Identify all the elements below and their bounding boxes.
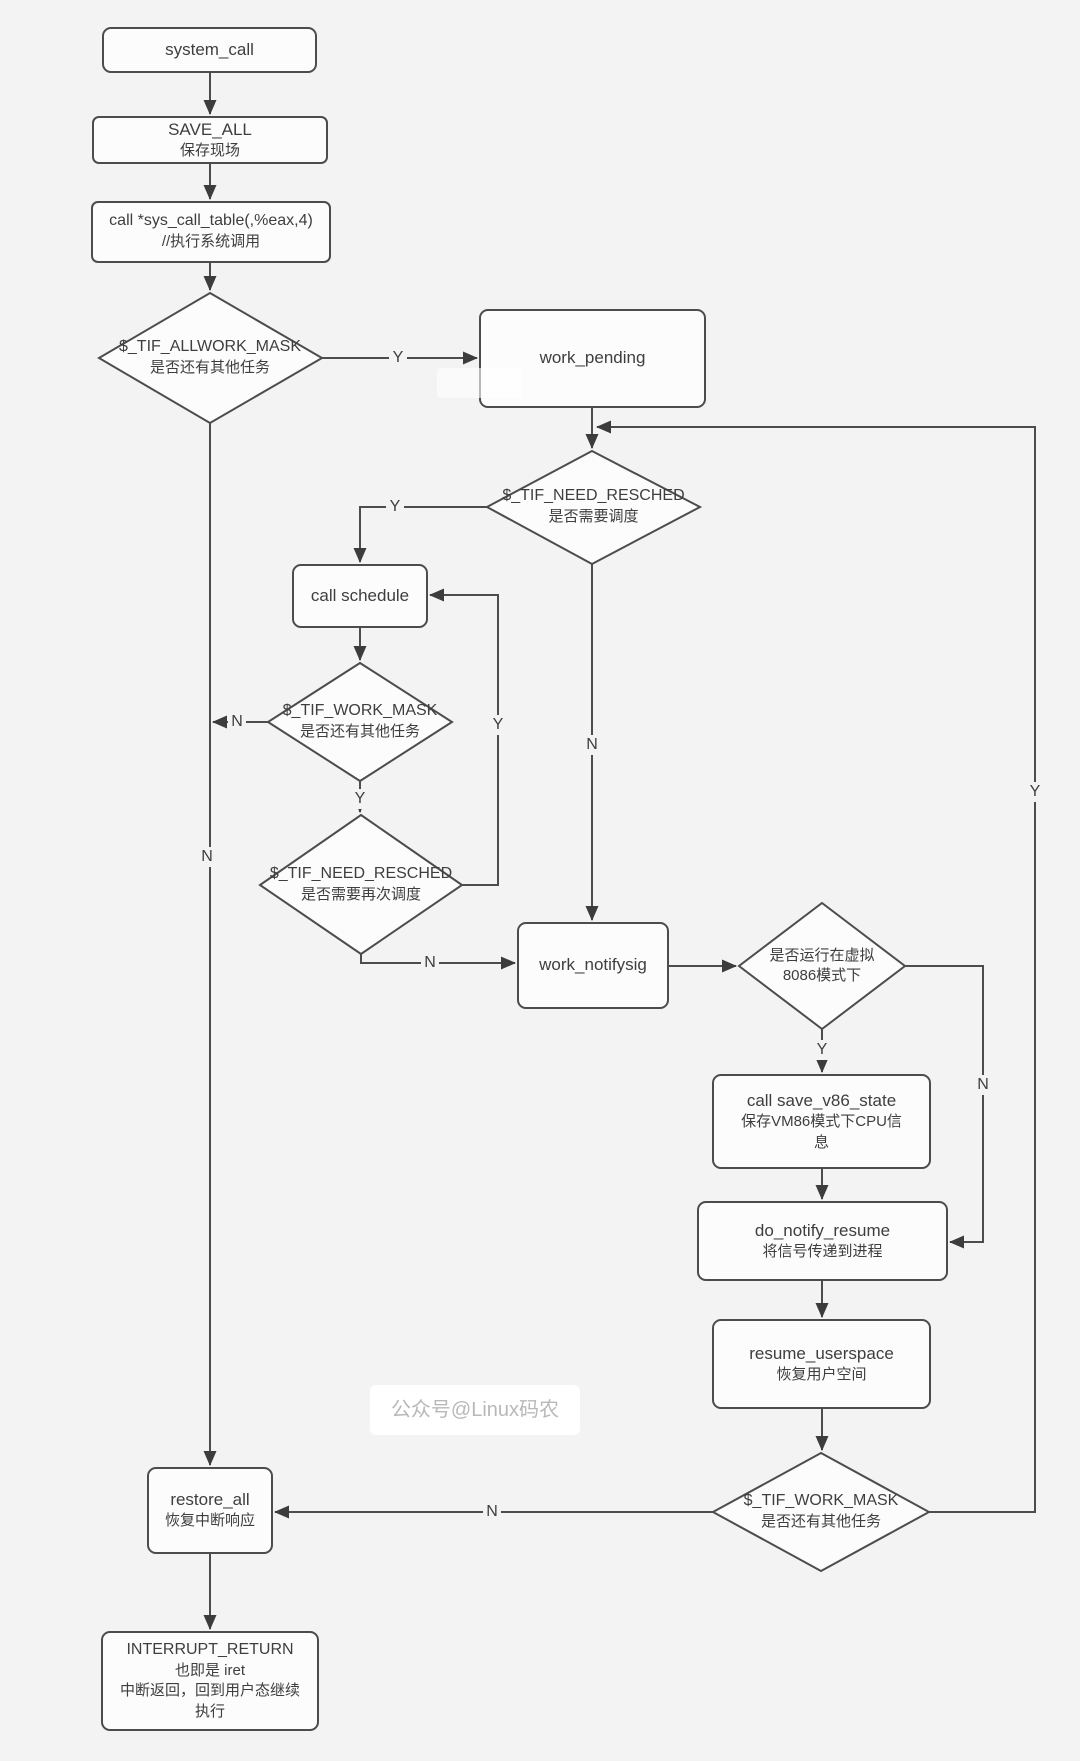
interrupt-return-box bbox=[101, 1631, 319, 1731]
label-work-mask-yes: Y bbox=[351, 789, 369, 809]
label-allwork-yes: Y bbox=[389, 348, 407, 368]
watermark-text: 公众号@Linux码农 bbox=[370, 1385, 580, 1435]
label-schedule-loop-yes: Y bbox=[489, 715, 507, 735]
save-all-box bbox=[92, 116, 328, 164]
do-notify-resume-box bbox=[697, 1201, 948, 1281]
edge-workmask2-workpending-y bbox=[596, 420, 1036, 1513]
edge-needresched2-worknotifysig-n bbox=[360, 954, 516, 970]
tif-need-resched-2-diamond bbox=[258, 813, 464, 956]
restore-all-box bbox=[147, 1467, 273, 1554]
label-need-resched-no: N bbox=[583, 735, 601, 755]
tif-need-resched-diamond bbox=[484, 449, 703, 566]
label-work-mask-2-yes: Y bbox=[1026, 782, 1044, 802]
edge-needresched-callschedule-y bbox=[353, 506, 487, 563]
label-need-resched-yes: Y bbox=[386, 497, 404, 517]
label-work-mask-2-no: N bbox=[483, 1502, 501, 1522]
label-allwork-no: N bbox=[198, 847, 216, 867]
label-vm86-no: N bbox=[974, 1075, 992, 1095]
label-vm86-yes: Y bbox=[813, 1040, 831, 1060]
save-v86-state-box bbox=[712, 1074, 931, 1169]
tif-allwork-mask-diamond bbox=[97, 291, 324, 425]
edge-vm86check-donotifyresume-n bbox=[905, 965, 984, 1249]
label-work-mask-no: N bbox=[228, 712, 246, 732]
edge-needresched2-callschedule-y bbox=[429, 588, 499, 886]
work-notifysig-box bbox=[517, 922, 669, 1009]
tif-work-mask-2-diamond bbox=[710, 1451, 932, 1573]
resume-userspace-box bbox=[712, 1319, 931, 1409]
sys-call-table-box bbox=[91, 201, 331, 263]
call-schedule-box bbox=[292, 564, 428, 628]
erased-watermark-patch bbox=[437, 368, 522, 398]
vm86-check-diamond bbox=[737, 901, 907, 1031]
tif-work-mask-diamond bbox=[266, 661, 454, 783]
system-call-box bbox=[102, 27, 317, 73]
work-pending-box bbox=[479, 309, 706, 408]
label-need-resched-2-no: N bbox=[421, 953, 439, 973]
